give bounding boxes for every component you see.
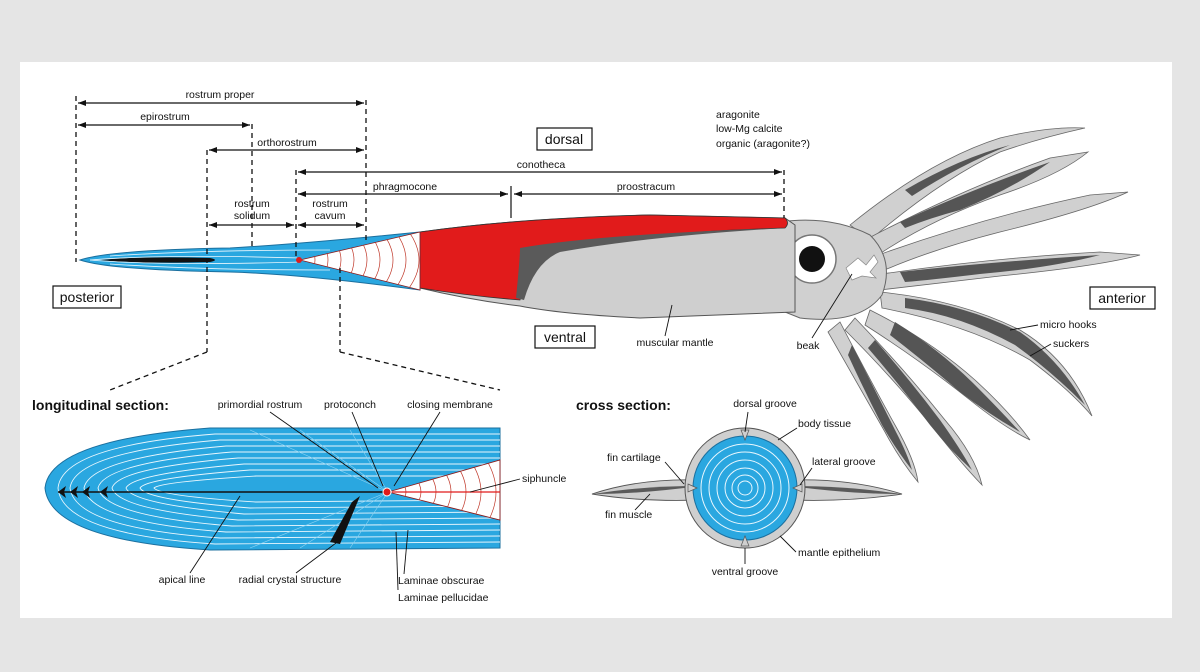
legend: aragonite low-Mg calcite organic (aragon… [716,109,810,150]
cross-section [591,427,903,549]
label-rostrum-cavum-1: rostrum [312,198,348,210]
arm-1 [849,127,1086,241]
arm-3 [869,191,1129,273]
arm-4 [874,251,1141,291]
apical-chevrons [58,486,108,498]
protoconch-dot [296,257,302,263]
growth-laminae [57,433,500,545]
cross-rings [700,443,790,533]
label-apical-line: apical line [159,574,206,586]
label-rostrum-proper: rostrum proper [186,89,255,101]
label-dorsal-groove: dorsal groove [733,398,797,410]
arms [827,127,1141,487]
legend-organic: organic (aragonite?) [716,138,810,150]
cross-heading: cross section: [576,397,671,413]
rostrum-growth-lines [89,249,331,271]
lateral-groove-left [687,483,698,493]
legend-aragonite: aragonite [716,109,760,121]
longitudinal-section [44,427,501,551]
label-rostrum-cavum-2: cavum [315,210,346,222]
label-laminae-obscurae: Laminae obscurae [398,575,485,587]
ventral-groove-shape [740,535,750,547]
arm-7 [844,317,983,487]
label-radial-crystal-structure: radial crystal structure [239,574,342,586]
lsec-protoconch [382,487,392,497]
label-posterior: posterior [60,289,115,305]
label-micro-hooks: micro hooks [1040,319,1097,331]
fin-right-muscle [790,486,900,494]
label-primordial-rostrum: primordial rostrum [218,399,303,411]
arm-5 [879,291,1093,417]
label-body-tissue: body tissue [798,418,851,430]
arm-8 [827,321,919,484]
label-ventral: ventral [544,329,586,345]
label-beak: beak [797,340,821,352]
label-mantle-epithelium: mantle epithelium [798,547,881,559]
label-laminae-pellucidae: Laminae pellucidae [398,592,489,604]
rostrum [78,231,421,291]
label-dorsal: dorsal [545,131,583,147]
lsec-phragmocone [386,459,501,521]
label-fin-muscle: fin muscle [605,509,652,521]
label-protoconch: protoconch [324,399,376,411]
eye-pupil [799,246,825,272]
label-ventral-groove: ventral groove [712,566,779,578]
dimension-lines [75,96,785,352]
label-suckers: suckers [1053,338,1089,350]
arm-2 [864,151,1090,256]
label-siphuncle: siphuncle [522,473,567,485]
label-fin-cartilage: fin cartilage [607,452,661,464]
label-epirostrum: epirostrum [140,111,190,123]
radial-crystal-shape [330,496,360,544]
label-rostrum-solidum-2: solidum [234,210,270,222]
label-phragmocone: phragmocone [373,181,437,193]
fin-left-muscle [594,486,700,494]
label-lateral-groove: lateral groove [812,456,876,468]
label-closing-membrane: closing membrane [407,399,493,411]
body [419,214,796,319]
beak-shape [845,254,879,281]
legend-calcite: low-Mg calcite [716,123,783,135]
lateral-groove-right [792,483,803,493]
head [779,219,887,320]
organic-layer [516,228,785,300]
label-proostracum: proostracum [617,181,676,193]
label-muscular-mantle: muscular mantle [636,337,713,349]
label-rostrum-solidum-1: rostrum [234,198,270,210]
arm-6 [864,309,1031,441]
longitudinal-heading: longitudinal section: [32,397,169,413]
label-anterior: anterior [1098,290,1146,306]
label-conotheca: conotheca [517,159,566,171]
rostrum-apex-dark [100,257,215,263]
label-orthorostrum: orthorostrum [257,137,317,149]
